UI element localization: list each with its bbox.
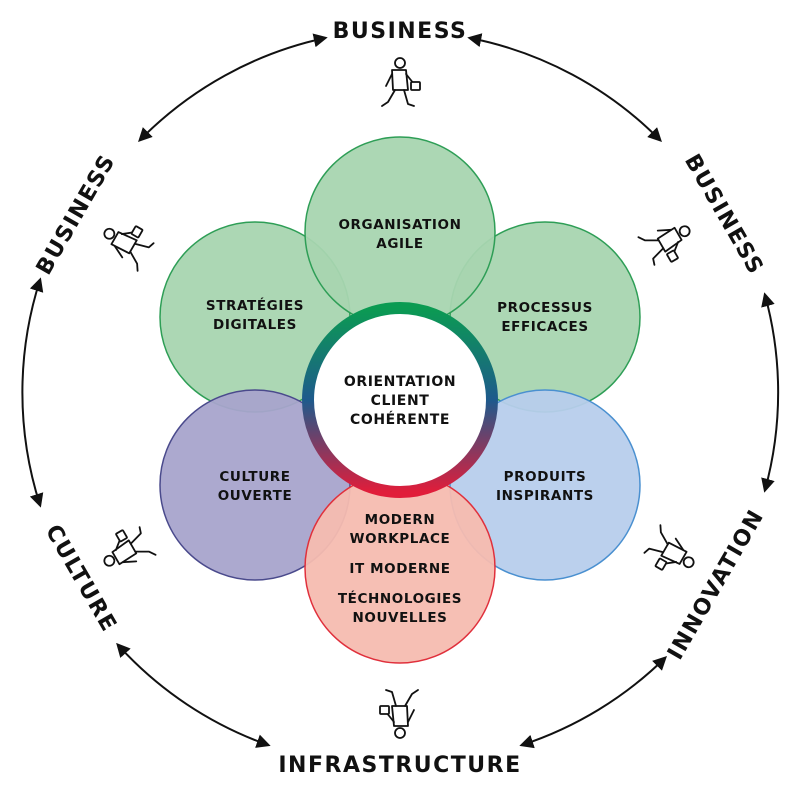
double-arrow-icon xyxy=(116,642,271,748)
double-arrow-icon xyxy=(21,277,44,508)
walking-person-icon xyxy=(379,689,419,739)
petal-bottom-label-3: IT MODERNE xyxy=(349,561,450,577)
ring-label-upper-right: BUSINESS xyxy=(679,150,768,279)
petal-bottom-label-2: WORKPLACE xyxy=(350,531,451,547)
petal-lower-left-label-1: CULTURE xyxy=(219,469,290,485)
petal-lower-left xyxy=(159,389,351,581)
petal-lower-right-label-1: PRODUITS xyxy=(504,469,587,485)
petal-upper-left-label-1: STRATÉGIES xyxy=(206,297,304,314)
center-label-1: ORIENTATION xyxy=(344,374,456,390)
ring-label-top: BUSINESS xyxy=(333,19,468,44)
petal-upper-right-label-1: PROCESSUS xyxy=(497,300,593,316)
petal-lower-right xyxy=(449,389,641,581)
center-background xyxy=(310,310,490,490)
double-arrow-icon xyxy=(519,656,667,749)
walking-person-icon xyxy=(103,225,155,272)
petal-top-label-1: ORGANISATION xyxy=(338,217,461,233)
double-arrow-icon xyxy=(467,33,662,142)
ring-label-upper-left: BUSINESS xyxy=(32,150,121,279)
walking-person-icons xyxy=(103,57,695,739)
petal-bottom-label-5: NOUVELLES xyxy=(353,610,448,626)
double-arrow-icon xyxy=(761,292,780,493)
center-label-3: COHÉRENTE xyxy=(350,411,450,428)
outer-cycle-arrows xyxy=(21,33,780,749)
double-arrow-icon xyxy=(138,33,328,142)
petal-bottom-label-1: MODERN xyxy=(365,512,436,528)
ring-label-lower-right: INNOVATION xyxy=(663,505,769,664)
petal-lower-left-label-2: OUVERTE xyxy=(218,488,293,504)
petal-lower-right-label-2: INSPIRANTS xyxy=(496,488,594,504)
center-gradient-ring xyxy=(302,302,498,498)
petal-upper-right-label-2: EFFICACES xyxy=(501,319,588,335)
petal-upper-left-label-2: DIGITALES xyxy=(213,317,297,333)
petal-circles xyxy=(159,136,641,664)
petal-labels: ORGANISATION AGILE STRATÉGIES DIGITALES … xyxy=(206,217,594,626)
center-labels: ORIENTATION CLIENT COHÉRENTE xyxy=(344,374,456,428)
ring-label-bottom: INFRASTRUCTURE xyxy=(278,753,521,778)
petal-bottom-label-4: TÉCHNOLOGIES xyxy=(338,590,462,607)
walking-person-icon xyxy=(637,225,691,266)
walking-person-icon xyxy=(103,526,157,567)
center-label-2: CLIENT xyxy=(371,393,430,409)
ring-label-lower-left: CULTURE xyxy=(40,521,122,637)
walking-person-icon xyxy=(381,57,421,107)
walking-person-icon xyxy=(643,524,695,571)
petal-top-label-2: AGILE xyxy=(376,236,423,252)
